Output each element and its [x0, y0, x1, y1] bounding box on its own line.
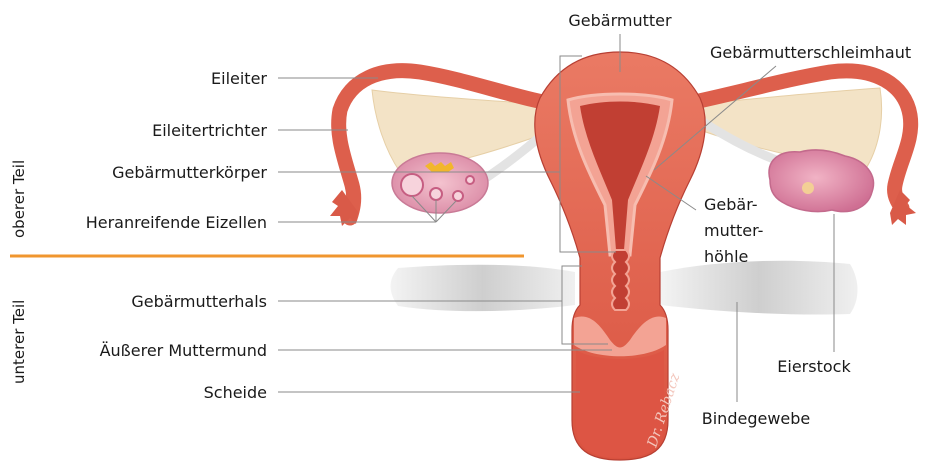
cervical-canal: [612, 250, 629, 310]
connective-tissue-right: [660, 261, 858, 315]
label-eileiter: Eileiter: [211, 69, 267, 88]
section-label-lower: unterer Teil: [10, 300, 28, 384]
connective-tissue-left: [391, 265, 576, 311]
follicle-2: [430, 188, 442, 200]
ovary-right-spot: [802, 182, 814, 194]
label-gebaermutterkoerper: Gebärmutterkörper: [112, 163, 267, 182]
label-eizellen: Heranreifende Eizellen: [86, 213, 267, 232]
follicle-1: [401, 174, 423, 196]
label-schleimhaut: Gebärmutterschleimhaut: [710, 43, 911, 62]
follicle-3: [453, 191, 463, 201]
label-muttermund: Äußerer Muttermund: [100, 341, 267, 360]
follicle-4: [466, 176, 474, 184]
label-gebaermutterhals: Gebärmutterhals: [131, 292, 267, 311]
label-hoehle-1: Gebär-: [704, 195, 758, 214]
label-eileitertrichter: Eileitertrichter: [152, 121, 267, 140]
label-hoehle-3: höhle: [704, 247, 748, 266]
label-scheide: Scheide: [204, 383, 267, 402]
section-label-upper: oberer Teil: [10, 160, 28, 238]
label-hoehle-2: mutter-: [704, 221, 763, 240]
label-gebaermutter: Gebärmutter: [568, 11, 672, 30]
label-bindegewebe: Bindegewebe: [702, 409, 811, 428]
label-eierstock: Eierstock: [777, 357, 851, 376]
